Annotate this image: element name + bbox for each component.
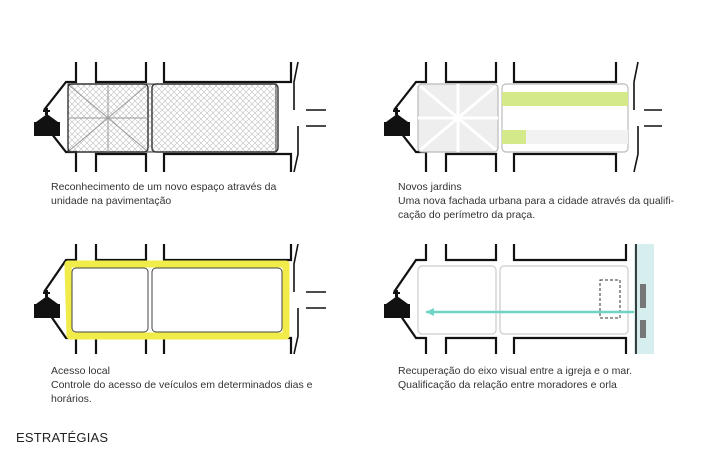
caption-line: Reconhecimento de um novo espaço através… — [51, 181, 277, 193]
page-title: ESTRATÉGIAS — [16, 430, 109, 445]
square-block-east — [151, 267, 283, 333]
shore-rocks — [640, 284, 646, 338]
caption-gardens: Novos jardins Uma nova fachada urbana pa… — [398, 180, 674, 222]
diagram-pavement — [34, 61, 336, 173]
caption-line: Uma nova fachada urbana para a cidade at… — [398, 195, 675, 207]
square-block-west — [417, 265, 497, 335]
plan-axis — [384, 244, 654, 354]
square-paths — [418, 84, 498, 152]
church-icon — [384, 108, 410, 136]
caption-line: cação do perímetro da praça. — [398, 209, 536, 221]
caption-line: Acesso local — [51, 365, 110, 377]
caption-access: Acesso local Controle do acesso de veícu… — [51, 364, 312, 406]
plan-pavement — [34, 61, 326, 173]
caption-line: Controle do acesso de veículos em determ… — [51, 379, 313, 391]
arrowhead — [426, 308, 434, 316]
side-street — [633, 61, 662, 173]
yellow-access-ring — [64, 260, 290, 340]
plan-gardens — [384, 61, 662, 173]
street-outline — [43, 62, 293, 172]
diagram-access — [34, 243, 336, 355]
side-street — [293, 243, 326, 355]
street-outline — [393, 62, 618, 172]
caption-line: Recuperação do eixo visual entre a igrej… — [398, 365, 633, 377]
church-icon — [34, 290, 60, 318]
viewpoint-box — [599, 279, 621, 319]
plan-access — [34, 243, 326, 355]
square-block-east — [151, 83, 279, 153]
garden-strip — [502, 92, 628, 106]
side-street — [293, 61, 326, 173]
street-outline — [393, 244, 628, 354]
square-block-west — [71, 267, 149, 333]
diagram-axis — [384, 244, 686, 354]
square-block-east — [499, 265, 629, 335]
caption-pavement: Reconhecimento de um novo espaço através… — [51, 180, 276, 208]
square-paths — [68, 84, 148, 152]
church-icon — [34, 108, 60, 136]
caption-line: Qualificação da relação entre moradores … — [398, 379, 617, 391]
church-icon — [384, 290, 410, 318]
diagram-gardens — [384, 61, 686, 173]
caption-line: unidade na pavimentação — [51, 195, 172, 207]
caption-axis: Recuperação do eixo visual entre a igrej… — [398, 364, 632, 392]
paved-strip — [526, 130, 628, 144]
caption-line: horários. — [51, 393, 92, 405]
caption-line: Novos jardins — [398, 181, 462, 193]
garden-strip — [502, 130, 526, 144]
